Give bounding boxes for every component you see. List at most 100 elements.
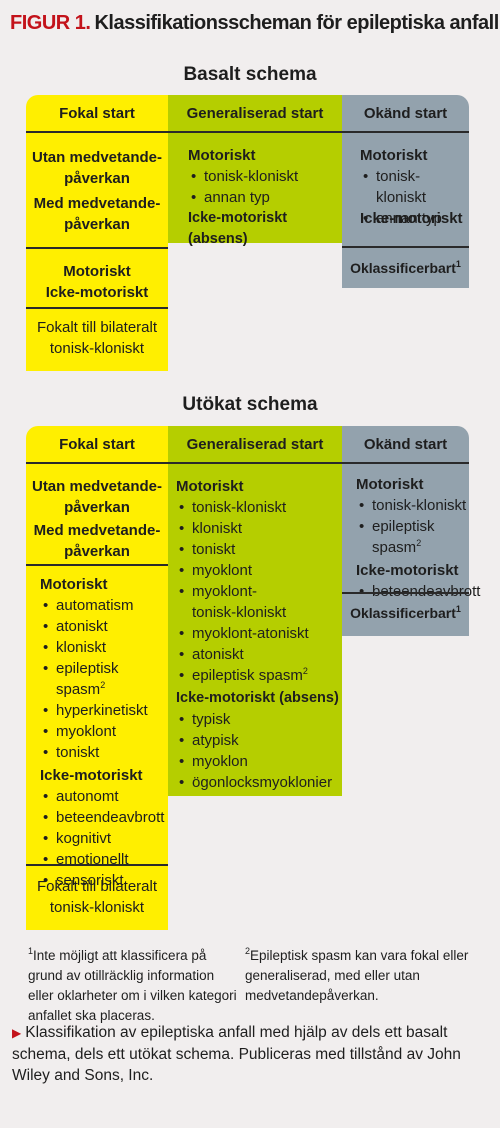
extended-unknown-motor-list: tonisk-kloniskt epileptisk spasm2	[356, 495, 469, 558]
extended-generalized-motor-list: tonisk-kloniskt kloniskt toniskt myoklon…	[176, 497, 342, 686]
extended-focal-motor-title: Motoriskt	[40, 576, 108, 593]
list-item: beteendeavbrott	[356, 581, 480, 602]
extended-generalized-motor-title: Motoriskt	[176, 478, 244, 495]
basic-generalized-header-divider	[168, 131, 342, 133]
list-item: annan typ	[360, 208, 469, 229]
extended-unknown-column: Okänd start Motoriskt tonisk-kloniskt ep…	[342, 426, 480, 636]
figure-label: FIGUR 1.	[10, 12, 91, 34]
extended-unknown-header-divider	[342, 462, 469, 464]
extended-scheme-heading: Utökat schema	[182, 394, 318, 415]
basic-unknown-unclassified-label: Oklassificerbart	[350, 260, 456, 276]
extended-focal-divider-1	[26, 564, 168, 566]
basic-unknown-motor-title: Motoriskt	[360, 147, 428, 164]
footnote-2: 2Epileptisk spasm kan vara fokal eller g…	[245, 946, 470, 1006]
footnote-ref-2: 2	[302, 666, 308, 676]
extended-focal-motor-list: automatism atoniskt kloniskt epileptisk …	[40, 595, 168, 763]
list-item: typisk	[176, 709, 342, 730]
list-item: ögonlocksmyoklonier	[176, 772, 342, 793]
caption-arrow-icon: ▶	[12, 1026, 22, 1040]
basic-unknown-nonmotor-title: Icke-motoriskt	[360, 210, 463, 227]
extended-generalized-column: Generaliserad start Motoriskt tonisk-klo…	[168, 426, 342, 796]
extended-focal-awareness-with: Med medvetande- påverkan	[33, 522, 161, 560]
basic-unknown-unclassified: Oklassificerbart1	[342, 258, 469, 279]
basic-focal-bilateral: Fokalt till bilateralt tonisk-kloniskt	[36, 319, 158, 357]
basic-generalized-motor-list: tonisk-kloniskt annan typ	[188, 166, 342, 208]
footnote-ref-2: 2	[416, 538, 422, 548]
basic-unknown-column: Okänd start Motoriskt tonisk-kloniskt an…	[342, 95, 469, 288]
list-item: myoklont-atoniskt	[176, 623, 342, 644]
list-item-text: epileptisk spasm	[372, 518, 435, 556]
extended-focal-divider-2	[26, 864, 168, 866]
footnote-ref-1: 1	[455, 259, 461, 269]
list-item: myoklont- tonisk-kloniskt	[176, 581, 342, 623]
extended-focal-motor: Motoriskt automatism atoniskt kloniskt e…	[26, 574, 168, 891]
extended-unknown-nonmotor-title: Icke-motoriskt	[356, 562, 459, 579]
extended-generalized-nonmotor-list: typisk atypisk myoklon ögonlocksmyokloni…	[176, 709, 342, 793]
extended-focal-bilateral: Fokalt till bilateralt tonisk-kloniskt	[36, 878, 158, 916]
list-item-with-ref: epileptisk spasm2	[176, 665, 342, 686]
extended-focal-header: Fokal start	[59, 436, 135, 453]
footnote-ref-1: 1	[455, 604, 461, 614]
extended-unknown-unclassified-label: Oklassificerbart	[350, 605, 456, 621]
footnote-1-mark: 1	[28, 946, 34, 956]
list-item: kloniskt	[40, 637, 168, 658]
basic-focal-divider-2	[26, 307, 168, 309]
list-item: hyperkinetiskt	[40, 700, 168, 721]
basic-scheme-heading: Basalt schema	[183, 64, 317, 85]
list-item: tonisk-kloniskt	[360, 166, 469, 208]
extended-unknown-motor-title: Motoriskt	[356, 476, 424, 493]
list-item: sensoriskt	[40, 870, 168, 891]
extended-generalized-content: Motoriskt tonisk-kloniskt kloniskt tonis…	[168, 476, 342, 793]
basic-generalized-motor-title: Motoriskt	[188, 147, 256, 164]
list-item: beteendeavbrott	[40, 807, 168, 828]
list-item: atoniskt	[40, 616, 168, 637]
list-item: atoniskt	[176, 644, 342, 665]
extended-unknown-nonmotor-list: beteendeavbrott	[356, 581, 480, 602]
list-item: kloniskt	[176, 518, 342, 539]
basic-focal-awareness-without: Utan medvetande- påverkan	[31, 149, 163, 187]
extended-focal-nonmotor-list: autonomt beteendeavbrott kognitivt emoti…	[40, 786, 168, 891]
footnote-1: 1Inte möjligt att klassificera på grund …	[28, 946, 238, 1026]
list-item-with-ref: epileptisk spasm2	[356, 516, 469, 558]
list-item: tonisk-kloniskt	[188, 166, 342, 187]
list-item: autonomt	[40, 786, 168, 807]
basic-generalized-content: Motoriskt tonisk-kloniskt annan typ	[168, 145, 342, 208]
basic-generalized-column: Generaliserad start Motoriskt tonisk-klo…	[168, 95, 342, 247]
extended-focal-column: Fokal start Utan medvetande- påverkan Me…	[26, 426, 168, 930]
basic-focal-divider-1	[26, 247, 168, 249]
list-item: emotionellt	[40, 849, 168, 870]
figure-title-text: Klassifikationsscheman för epileptiska a…	[94, 12, 499, 34]
basic-unknown-header-divider	[342, 131, 469, 133]
extended-focal-header-divider	[26, 462, 168, 464]
figure-title: FIGUR 1.Klassifikationsscheman för epile…	[10, 10, 499, 36]
list-item: automatism	[40, 595, 168, 616]
basic-focal-header: Fokal start	[59, 105, 135, 122]
list-item: toniskt	[40, 742, 168, 763]
footnote-2-mark: 2	[245, 946, 251, 956]
footnote-ref-2: 2	[100, 680, 106, 690]
list-item: tonisk-kloniskt	[176, 497, 342, 518]
basic-generalized-header: Generaliserad start	[186, 105, 324, 122]
basic-unknown-header: Okänd start	[363, 105, 448, 122]
basic-focal-motor-lines: Motoriskt Icke-motoriskt	[45, 263, 149, 301]
basic-unknown-content: Motoriskt tonisk-kloniskt annan typ	[342, 145, 469, 229]
extended-focal-nonmotor-title: Icke-motoriskt	[40, 767, 143, 784]
figure-caption: ▶Klassifikation av epileptiska anfall me…	[12, 1022, 492, 1086]
footnote-2-text: Epileptisk spasm kan vara fokal eller ge…	[245, 948, 469, 1003]
list-item: toniskt	[176, 539, 342, 560]
list-item-text: epileptisk spasm	[192, 667, 303, 684]
extended-focal-awareness-without: Utan medvetande- påverkan	[31, 478, 163, 516]
list-item: annan typ	[188, 187, 342, 208]
list-item: myoklont	[40, 721, 168, 742]
extended-unknown-divider	[342, 592, 469, 594]
extended-generalized-header: Generaliserad start	[186, 436, 324, 453]
list-item: atypisk	[176, 730, 342, 751]
extended-generalized-nonmotor-title: Icke-motoriskt (absens)	[176, 690, 339, 706]
basic-unknown-divider	[342, 246, 469, 248]
basic-unknown-motor-list: tonisk-kloniskt annan typ	[360, 166, 469, 229]
basic-focal-awareness-with: Med medvetande- påverkan	[33, 195, 161, 233]
basic-focal-header-divider	[26, 131, 168, 133]
list-item: myoklon	[176, 751, 342, 772]
basic-focal-column: Fokal start Utan medvetande- påverkan Me…	[26, 95, 168, 371]
footnote-1-text: Inte möjligt att klassificera på grund a…	[28, 948, 237, 1023]
